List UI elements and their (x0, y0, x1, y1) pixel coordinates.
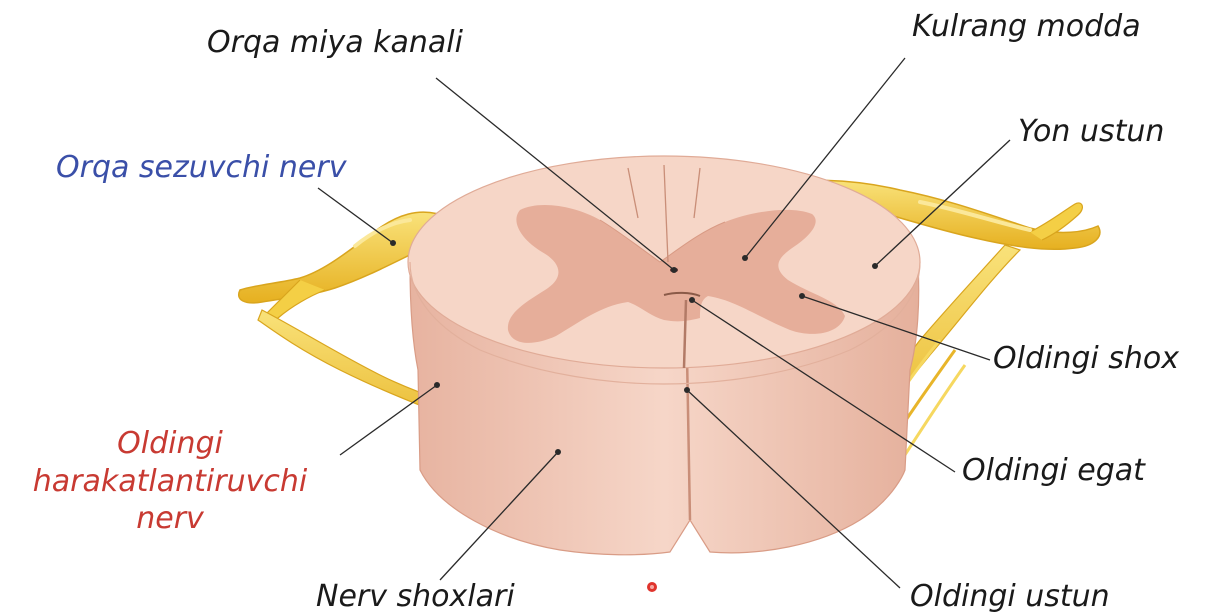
label-anterior-fissure: Oldingi egat (962, 456, 1145, 486)
spinal-cord-body (408, 156, 920, 555)
label-nerve-branches: Nerv shoxlari (316, 582, 515, 612)
label-anterior-column: Oldingi ustun (910, 582, 1110, 612)
leader-dorsal-root (318, 188, 393, 243)
label-grey-matter: Kulrang modda (912, 12, 1141, 42)
label-ventral-root-line1: Oldingi (0, 425, 340, 463)
label-lateral-column: Yon ustun (1018, 117, 1164, 147)
label-dorsal-root: Orqa sezuvchi nerv (56, 153, 346, 183)
marker-dot (647, 582, 657, 592)
label-ventral-horn: Oldingi shox (993, 344, 1179, 374)
label-ventral-root-line3: nerv (0, 500, 340, 538)
label-ventral-root-line2: harakatlantiruvchi (0, 463, 340, 501)
label-central-canal: Orqa miya kanali (207, 28, 463, 58)
label-ventral-root: Oldingi harakatlantiruvchi nerv (0, 425, 340, 538)
